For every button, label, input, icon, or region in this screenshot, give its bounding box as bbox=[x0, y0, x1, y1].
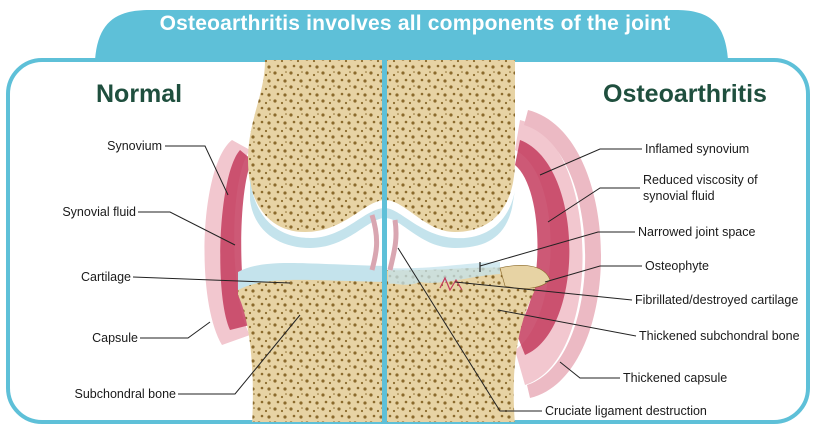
label-capsule: Capsule bbox=[16, 331, 138, 346]
label-thickened-subchondral-bone: Thickened subchondral bone bbox=[639, 329, 800, 344]
page-title: Osteoarthritis involves all components o… bbox=[110, 6, 720, 42]
label-synovium: Synovium bbox=[40, 139, 162, 154]
label-osteophyte: Osteophyte bbox=[645, 259, 709, 274]
center-divider bbox=[382, 60, 387, 422]
label-cruciate-ligament: Cruciate ligament destruction bbox=[545, 404, 707, 419]
label-reduced-viscosity: Reduced viscosity of bbox=[643, 173, 758, 188]
label-thickened-capsule: Thickened capsule bbox=[623, 371, 727, 386]
label-synovial-fluid-2: synovial fluid bbox=[643, 189, 715, 204]
heading-normal: Normal bbox=[96, 80, 182, 109]
label-subchondral-bone: Subchondral bone bbox=[40, 387, 176, 402]
label-synovial-fluid: Synovial fluid bbox=[16, 205, 136, 220]
label-narrowed-joint-space: Narrowed joint space bbox=[638, 225, 755, 240]
label-cartilage: Cartilage bbox=[10, 270, 131, 285]
heading-osteoarthritis: Osteoarthritis bbox=[603, 80, 767, 109]
label-inflamed-synovium: Inflamed synovium bbox=[645, 142, 749, 157]
label-fibrillated-cartilage: Fibrillated/destroyed cartilage bbox=[635, 293, 798, 308]
